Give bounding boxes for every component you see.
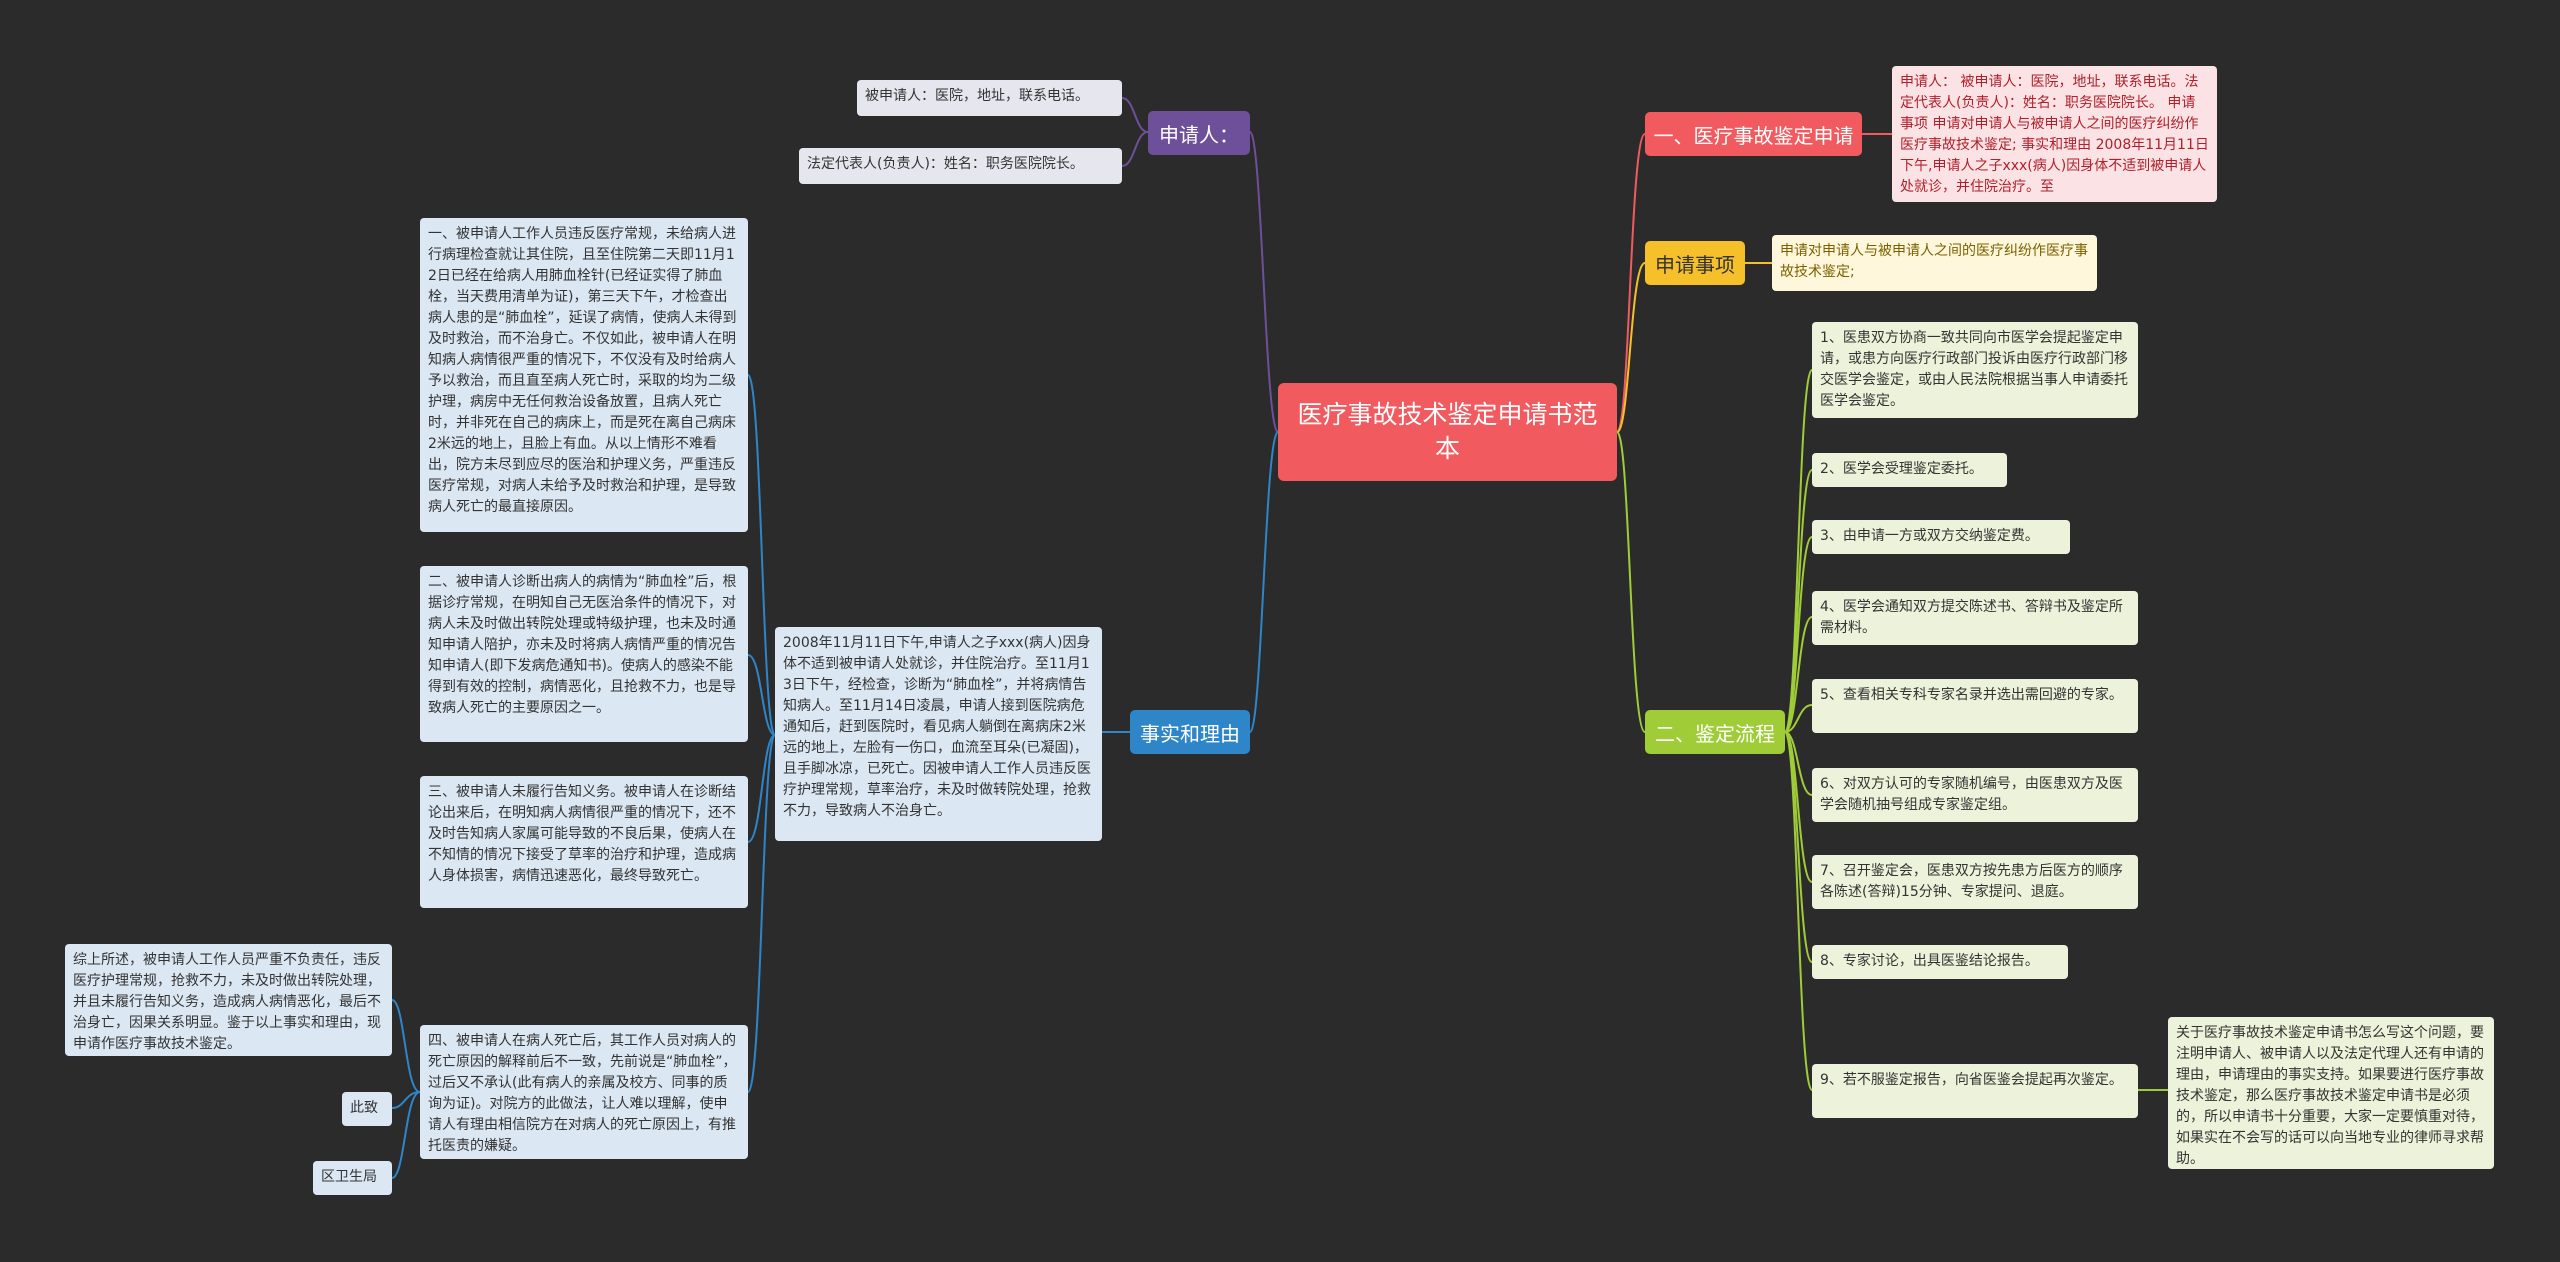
process-step-7[interactable]: 7、召开鉴定会，医患双方按先患方后医方的顺序各陈述(答辩)15分钟、专家提问、退…	[1812, 855, 2138, 909]
link-process-s8	[1784, 731, 1813, 963]
applicant-item-respondent[interactable]: 被申请人：医院，地址，联系电话。	[857, 80, 1122, 116]
conclusion-text: 区卫生局	[321, 1169, 377, 1185]
conclusion-text: 综上所述，被申请人工作人员严重不负责任，违反医疗护理常规，抢救不力，未及时做出转…	[73, 952, 381, 1052]
link-process-s9	[1784, 731, 1813, 1091]
branch-item-label: 申请事项	[1655, 252, 1735, 277]
branch-process-label: 二、鉴定流程	[1655, 721, 1775, 746]
reason-1[interactable]: 一、被申请人工作人员违反医疗常规，未给病人进行病理检查就让其住院，且至住院第二天…	[420, 218, 748, 532]
process-step-text: 6、对双方认可的专家随机编号，由医患双方及医学会随机抽号组成专家鉴定组。	[1820, 776, 2123, 813]
reason-text: 四、被申请人在病人死亡后，其工作人员对病人的死亡原因的解释前后不一致，先前说是“…	[428, 1033, 737, 1154]
reason-2[interactable]: 二、被申请人诊断出病人的病情为“肺血栓”后，根据诊疗常规，在明知自己无医治条件的…	[420, 566, 748, 742]
process-step-9[interactable]: 9、若不服鉴定报告，向省医鉴会提起再次鉴定。	[1812, 1064, 2138, 1118]
application-text-box[interactable]: 申请人： 被申请人：医院，地址，联系电话。法定代表人(负责人)：姓名：职务医院院…	[1892, 66, 2217, 202]
branch-application-label: 一、医疗事故鉴定申请	[1653, 123, 1854, 148]
conclusion-salutation[interactable]: 此致	[342, 1092, 392, 1126]
root-title: 医疗事故技术鉴定申请书范本	[1297, 400, 1598, 463]
conclusion-text: 此致	[350, 1100, 378, 1116]
application-text: 申请人： 被申请人：医院，地址，联系电话。法定代表人(负责人)：姓名：职务医院院…	[1900, 74, 2209, 195]
process-step-3[interactable]: 3、由申请一方或双方交纳鉴定费。	[1812, 520, 2070, 554]
process-step-4[interactable]: 4、医学会通知双方提交陈述书、答辩书及鉴定所需材料。	[1812, 591, 2138, 645]
facts-summary-text: 2008年11月11日下午,申请人之子xxx(病人)因身体不适到被申请人处就诊，…	[783, 635, 1091, 819]
link-r4-c3	[391, 1091, 421, 1179]
branch-application[interactable]: 一、医疗事故鉴定申请	[1645, 112, 1862, 156]
branch-facts-label: 事实和理由	[1140, 721, 1240, 746]
branch-applicant-label: 申请人：	[1159, 122, 1239, 147]
facts-summary[interactable]: 2008年11月11日下午,申请人之子xxx(病人)因身体不适到被申请人处就诊，…	[775, 627, 1102, 841]
item-text-box[interactable]: 申请对申请人与被申请人之间的医疗纠纷作医疗事故技术鉴定;	[1772, 235, 2097, 291]
process-step-text: 5、查看相关专科专家名录并选出需回避的专家。	[1820, 687, 2123, 703]
link-process-s6	[1784, 731, 1813, 796]
process-note-text: 关于医疗事故技术鉴定申请书怎么写这个问题，要注明申请人、被申请人以及法定代理人还…	[2176, 1025, 2484, 1167]
process-step-text: 7、召开鉴定会，医患双方按先患方后医方的顺序各陈述(答辩)15分钟、专家提问、退…	[1820, 863, 2123, 900]
branch-item[interactable]: 申请事项	[1645, 241, 1745, 285]
link-r4-c1	[391, 999, 421, 1093]
process-step-text: 8、专家讨论，出具医鉴结论报告。	[1820, 953, 2039, 969]
process-step-1[interactable]: 1、医患双方协商一致共同向市医学会提起鉴定申请，或患方向医疗行政部门投诉由医疗行…	[1812, 322, 2138, 418]
process-note[interactable]: 关于医疗事故技术鉴定申请书怎么写这个问题，要注明申请人、被申请人以及法定代理人还…	[2168, 1017, 2494, 1169]
reason-text: 三、被申请人未履行告知义务。被申请人在诊断结论出来后，在明知病人病情很严重的情况…	[428, 784, 736, 884]
branch-process[interactable]: 二、鉴定流程	[1645, 710, 1785, 754]
process-step-2[interactable]: 2、医学会受理鉴定委托。	[1812, 453, 2007, 487]
process-step-6[interactable]: 6、对双方认可的专家随机编号，由医患双方及医学会随机抽号组成专家鉴定组。	[1812, 768, 2138, 822]
link-summary-r1	[747, 374, 776, 736]
process-step-5[interactable]: 5、查看相关专科专家名录并选出需回避的专家。	[1812, 679, 2138, 733]
link-process-s2	[1784, 469, 1813, 733]
branch-applicant[interactable]: 申请人：	[1148, 111, 1250, 155]
applicant-item-legal-rep[interactable]: 法定代表人(负责人)：姓名：职务医院院长。	[799, 148, 1122, 184]
link-root-item	[1616, 262, 1646, 433]
link-root-process	[1616, 431, 1646, 733]
reason-4[interactable]: 四、被申请人在病人死亡后，其工作人员对病人的死亡原因的解释前后不一致，先前说是“…	[420, 1025, 748, 1159]
link-root-applicant	[1249, 131, 1279, 433]
reason-text: 一、被申请人工作人员违反医疗常规，未给病人进行病理检查就让其住院，且至住院第二天…	[428, 226, 737, 515]
root-topic[interactable]: 医疗事故技术鉴定申请书范本	[1278, 383, 1617, 481]
link-process-s5	[1784, 704, 1813, 733]
reason-3[interactable]: 三、被申请人未履行告知义务。被申请人在诊断结论出来后，在明知病人病情很严重的情况…	[420, 776, 748, 908]
applicant-item-text: 被申请人：医院，地址，联系电话。	[865, 88, 1089, 104]
process-step-text: 4、医学会通知双方提交陈述书、答辩书及鉴定所需材料。	[1820, 599, 2123, 636]
link-process-s3	[1784, 536, 1813, 733]
item-text: 申请对申请人与被申请人之间的医疗纠纷作医疗事故技术鉴定;	[1780, 243, 2088, 280]
link-applicant-c2	[1121, 131, 1149, 167]
conclusion-summary[interactable]: 综上所述，被申请人工作人员严重不负责任，违反医疗护理常规，抢救不力，未及时做出转…	[65, 944, 392, 1056]
process-step-text: 2、医学会受理鉴定委托。	[1820, 461, 1983, 477]
reason-text: 二、被申请人诊断出病人的病情为“肺血栓”后，根据诊疗常规，在明知自己无医治条件的…	[428, 574, 737, 716]
link-summary-r2	[747, 654, 776, 736]
link-root-facts	[1249, 431, 1279, 733]
link-summary-r4	[747, 734, 776, 1093]
link-applicant-c1	[1121, 97, 1149, 133]
link-summary-r3	[747, 734, 776, 843]
process-step-text: 1、医患双方协商一致共同向市医学会提起鉴定申请，或患方向医疗行政部门投诉由医疗行…	[1820, 330, 2128, 409]
link-root-application	[1616, 133, 1646, 433]
conclusion-recipient[interactable]: 区卫生局	[313, 1161, 392, 1195]
process-step-8[interactable]: 8、专家讨论，出具医鉴结论报告。	[1812, 945, 2068, 979]
process-step-text: 9、若不服鉴定报告，向省医鉴会提起再次鉴定。	[1820, 1072, 2123, 1088]
link-process-s4	[1784, 616, 1813, 733]
applicant-item-text: 法定代表人(负责人)：姓名：职务医院院长。	[807, 156, 1084, 172]
branch-facts[interactable]: 事实和理由	[1130, 710, 1250, 754]
process-step-text: 3、由申请一方或双方交纳鉴定费。	[1820, 528, 2039, 544]
